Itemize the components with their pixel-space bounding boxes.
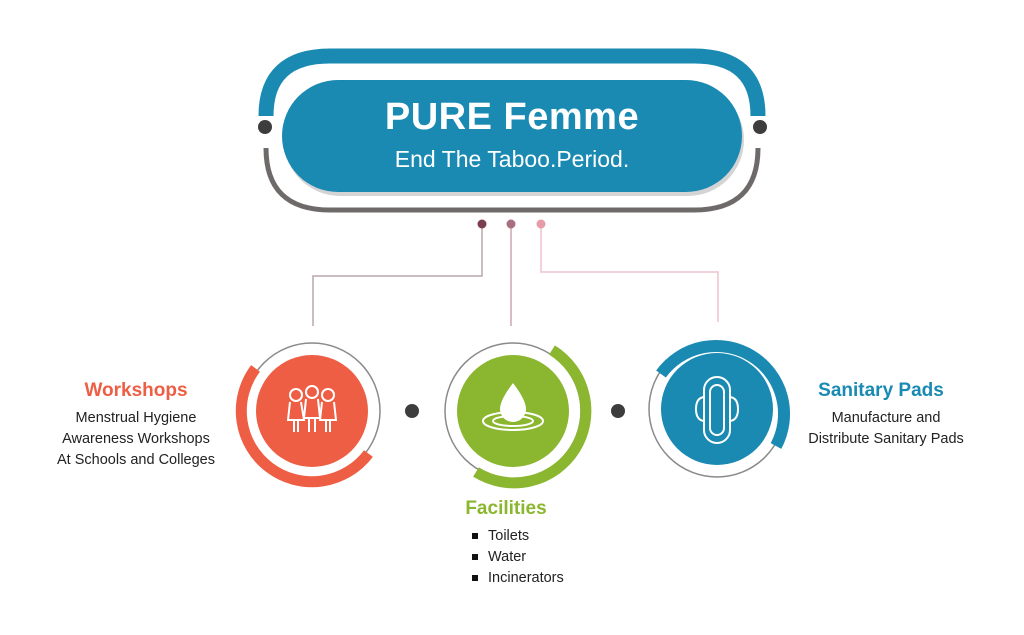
list-item: Incinerators <box>470 568 564 589</box>
sanitary-pad-icon <box>694 376 740 444</box>
list-item: Toilets <box>470 526 564 547</box>
workshops-title: Workshops <box>84 380 188 401</box>
facilities-list: Toilets Water Incinerators <box>470 526 564 589</box>
three-women-icon <box>286 385 338 432</box>
sanitary-pads-description-line: Distribute Sanitary Pads <box>808 431 964 447</box>
workshops-description-line: At Schools and Colleges <box>57 452 215 468</box>
header-pill <box>282 80 742 192</box>
header-frame-top-arc <box>258 48 766 117</box>
workshops-badge <box>235 342 381 488</box>
facilities-title: Facilities <box>465 498 547 519</box>
header-right-dot <box>753 120 767 134</box>
workshops-description-line: Awareness Workshops <box>62 431 210 447</box>
page-tagline: End The Taboo.Period. <box>394 146 630 172</box>
water-drop-icon <box>482 383 544 431</box>
workshops-description-line: Menstrual Hygiene <box>75 410 197 426</box>
workshops-description: Menstrual Hygiene Awareness Workshops At… <box>36 408 236 471</box>
facilities-badge <box>444 342 592 489</box>
sanitary-pads-title: Sanitary Pads <box>818 380 944 401</box>
header-left-dot <box>258 120 272 134</box>
connector-dot-3 <box>536 219 546 229</box>
sanitary-pads-description-line: Manufacture and <box>831 410 941 426</box>
sanitary-pads-badge <box>648 340 791 478</box>
header-frame-bottom-arc <box>263 147 761 213</box>
sanitary-pads-description: Manufacture and Distribute Sanitary Pads <box>786 408 986 450</box>
connector-dot-2 <box>506 219 516 229</box>
connector-dot-1 <box>477 219 487 229</box>
separator-dot-2 <box>611 404 625 418</box>
connector-sanitary-pads <box>540 224 719 322</box>
list-item: Water <box>470 547 564 568</box>
connector-workshops <box>312 224 483 326</box>
page-title: PURE Femme <box>384 96 640 138</box>
separator-dot-1 <box>405 404 419 418</box>
